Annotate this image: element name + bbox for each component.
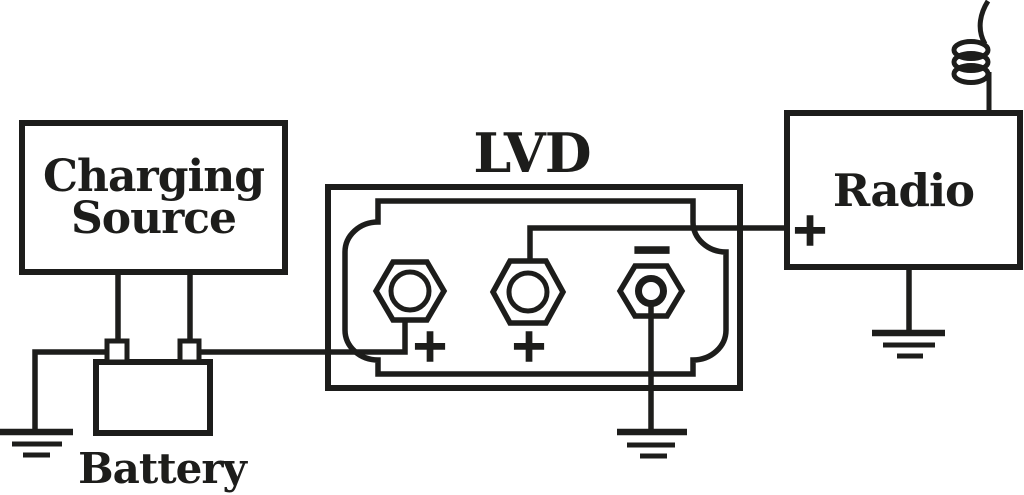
charging-source-box xyxy=(19,120,288,275)
antenna-coil-loop xyxy=(951,39,991,61)
ground-symbol-lvd xyxy=(617,428,687,459)
antenna-coil-loop xyxy=(951,63,991,85)
battery-terminal-right xyxy=(177,338,202,365)
ground-symbol-battery xyxy=(0,428,73,458)
lvd-stud3-hex-icon xyxy=(616,263,686,319)
wire-battery-lvd xyxy=(197,316,408,355)
antenna-coil-icon xyxy=(951,39,991,85)
wire-battery-ground xyxy=(32,349,110,431)
ground-symbol-radio xyxy=(872,329,945,359)
lvd-plate xyxy=(342,198,729,377)
wire-lvd-radio xyxy=(527,225,787,264)
lvd-box xyxy=(325,184,743,391)
radio-positive-terminal-plus: + xyxy=(790,202,830,256)
lvd-stud1-hole xyxy=(388,269,432,313)
lvd-stud1-hex-icon xyxy=(372,259,448,323)
linework-group xyxy=(0,0,1023,459)
lvd-title: LVD xyxy=(473,121,591,185)
lvd-stud2-hole xyxy=(506,270,550,314)
antenna-coil-loop xyxy=(951,51,991,73)
lvd-stud3-ring xyxy=(635,275,667,307)
lvd-battery-terminal-plus: + xyxy=(410,318,450,372)
radio-label: Radio xyxy=(832,163,975,217)
lvd-stud2-hex-icon xyxy=(489,258,567,326)
battery-label: Battery xyxy=(78,444,247,493)
lvd-load-terminal-plus: + xyxy=(509,318,549,372)
lvd-negative-terminal-minus: − xyxy=(629,217,676,280)
antenna-lead-upper xyxy=(977,0,991,46)
charging-source-label: Charging Source xyxy=(43,150,265,244)
battery-body xyxy=(93,359,213,436)
battery-terminal-left xyxy=(104,338,130,365)
radio-box xyxy=(784,110,1023,270)
